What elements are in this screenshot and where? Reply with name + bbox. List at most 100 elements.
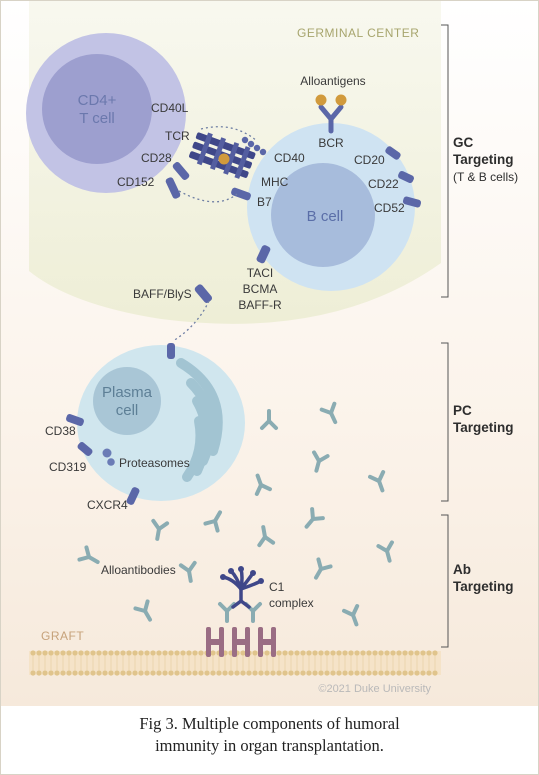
baff-r-label: BAFF-R: [238, 298, 282, 312]
phospholipid-head: [138, 670, 144, 676]
phospholipid-head: [204, 670, 210, 676]
phospholipid-head: [420, 670, 426, 676]
phospholipid-head: [330, 670, 336, 676]
phospholipid-head: [318, 650, 324, 656]
phospholipid-head: [348, 650, 354, 656]
c1-label-2: complex: [269, 596, 314, 610]
phospholipid-head: [48, 670, 54, 676]
phospholipid-head: [408, 670, 414, 676]
phospholipid-head: [282, 650, 288, 656]
phospholipid-head: [324, 650, 330, 656]
plasma-label-1: Plasma: [102, 384, 153, 401]
phospholipid-head: [36, 650, 42, 656]
cd152-receptor: [165, 177, 181, 199]
phospholipid-head: [72, 650, 78, 656]
phospholipid-head: [378, 670, 384, 676]
bcma-label: BCMA: [243, 282, 278, 296]
phospholipid-head: [144, 670, 150, 676]
phospholipid-head: [60, 670, 66, 676]
phospholipid-head: [432, 670, 438, 676]
cd152-label: CD152: [117, 175, 155, 189]
phospholipid-head: [126, 670, 132, 676]
pc-bracket: [441, 342, 449, 502]
t-cell-label-1: CD4+: [78, 92, 117, 109]
phospholipid-head: [300, 650, 306, 656]
phospholipid-head: [384, 670, 390, 676]
t-cell-nucleus: [42, 54, 152, 164]
diagram: GERMINAL CENTER CD4+ T cell B cell Alloa…: [1, 1, 538, 706]
phospholipid-head: [114, 650, 120, 656]
phospholipid-head: [360, 650, 366, 656]
alloantigen-dot: [315, 94, 327, 106]
phospholipid-head: [186, 650, 192, 656]
phospholipid-head: [294, 670, 300, 676]
cd22-label: CD22: [368, 177, 399, 191]
phospholipid-head: [120, 650, 126, 656]
proteasomes-label: Proteasomes: [119, 456, 190, 470]
phospholipid-head: [420, 650, 426, 656]
bcr-receptor: [318, 104, 344, 134]
cd40-chain: [241, 136, 267, 156]
b7-label: B7: [257, 195, 272, 209]
phospholipid-head: [276, 670, 282, 676]
cd40l-link: [200, 126, 258, 142]
phospholipid-head: [174, 670, 180, 676]
phospholipid-head: [390, 670, 396, 676]
caption-line-2: immunity in organ transplantation.: [155, 736, 384, 755]
gc-bracket: [441, 24, 449, 298]
phospholipid-head: [414, 650, 420, 656]
phospholipid-head: [120, 670, 126, 676]
phospholipid-head: [156, 670, 162, 676]
taci-label: TACI: [247, 266, 273, 280]
phospholipid-head: [336, 670, 342, 676]
phospholipid-head: [156, 650, 162, 656]
ab-bracket: [441, 514, 449, 648]
phospholipid-head: [168, 650, 174, 656]
cxcr4-marker: [126, 487, 140, 505]
t-cell-label-2: T cell: [79, 110, 115, 127]
phospholipid-head: [294, 650, 300, 656]
phospholipid-head: [150, 650, 156, 656]
phospholipid-head: [252, 650, 258, 656]
germinal-center-label: GERMINAL CENTER: [297, 26, 419, 40]
phospholipid-head: [198, 650, 204, 656]
cd40-label: CD40: [274, 151, 305, 165]
b7-receptor: [231, 187, 251, 201]
phospholipid-head: [342, 650, 348, 656]
phospholipid-head: [390, 650, 396, 656]
phospholipid-head: [378, 650, 384, 656]
phospholipid-head: [90, 650, 96, 656]
phospholipid-head: [312, 650, 318, 656]
phospholipid-head: [360, 670, 366, 676]
phospholipid-head: [36, 670, 42, 676]
antigen-peptide: [218, 153, 230, 165]
phospholipid-head: [138, 650, 144, 656]
cxcr4-label: CXCR4: [87, 498, 128, 512]
phospholipid-head: [30, 650, 36, 656]
cd52-label: CD52: [374, 201, 405, 215]
phospholipid-head: [408, 650, 414, 656]
c1-heads: [220, 566, 264, 584]
ab-targeting-title-1: Ab: [453, 562, 471, 577]
phospholipid-head: [42, 650, 48, 656]
phospholipid-head: [132, 650, 138, 656]
phospholipid-head: [372, 650, 378, 656]
figure-caption: Fig 3. Multiple components of humoral im…: [1, 713, 538, 757]
phospholipid-head: [354, 670, 360, 676]
phospholipid-head: [306, 670, 312, 676]
caption-line-1: Fig 3. Multiple components of humoral: [139, 714, 400, 733]
phospholipid-head: [78, 670, 84, 676]
phospholipid-head: [240, 650, 246, 656]
phospholipid-head: [246, 670, 252, 676]
alloantigen-dot: [335, 94, 347, 106]
c1-label-1: C1: [269, 580, 285, 594]
gc-targeting-sub: (T & B cells): [453, 170, 518, 184]
phospholipid-head: [222, 670, 228, 676]
tcr-label: TCR: [165, 129, 190, 143]
phospholipid-head: [132, 670, 138, 676]
phospholipid-head: [336, 650, 342, 656]
b-cell-nucleus: [271, 163, 375, 267]
phospholipid-head: [30, 670, 36, 676]
membrane-phospholipids: [30, 650, 438, 676]
phospholipid-head: [180, 650, 186, 656]
